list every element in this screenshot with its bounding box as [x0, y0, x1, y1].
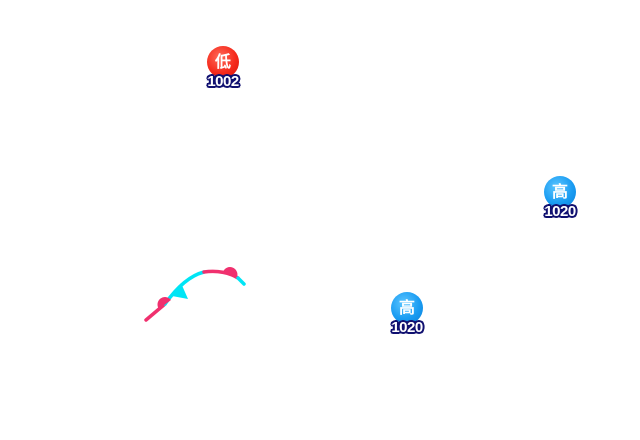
pressure-value: 1020: [544, 203, 576, 220]
low-pressure-icon: 低: [207, 46, 239, 78]
high-pressure-icon: 高: [544, 176, 576, 208]
low-pressure-center[interactable]: 低 1002: [201, 46, 245, 96]
front-segment-cold: [163, 270, 206, 306]
warm-front-semicircle-icon: [223, 267, 238, 277]
front-segment-warm: [202, 269, 240, 280]
cold-front-triangle-icon: [172, 283, 188, 299]
high-pressure-icon: 高: [391, 292, 423, 324]
pressure-value: 1020: [391, 319, 423, 336]
pressure-symbol: 低: [214, 52, 231, 71]
high-pressure-center[interactable]: 高 1020: [538, 176, 582, 226]
high-pressure-center[interactable]: 高 1020: [385, 292, 429, 342]
warm-front-semicircle-icon: [157, 296, 171, 309]
pressure-symbol: 高: [551, 182, 568, 201]
front-segment-cold: [236, 276, 246, 286]
pressure-value: 1002: [207, 73, 239, 90]
pressure-symbol: 高: [398, 298, 415, 317]
